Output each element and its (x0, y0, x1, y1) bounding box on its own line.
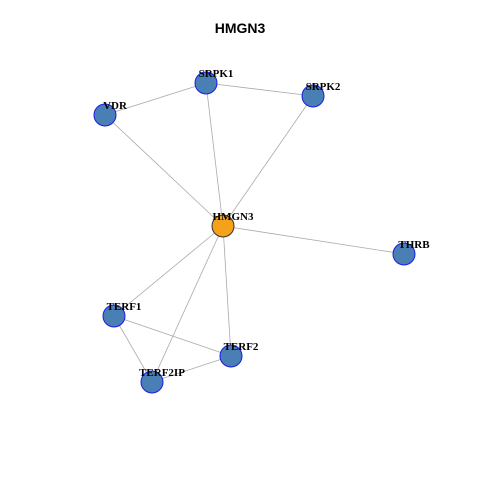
node-circle-terf2ip (140, 370, 164, 394)
node-label-vdr: VDR (103, 100, 128, 112)
edge-layer (104, 82, 405, 383)
node-hmgn3: HMGN3 (211, 211, 254, 238)
edge-vdr-srpk1 (104, 82, 207, 116)
node-srpk2: SRPK2 (301, 81, 341, 108)
node-vdr: VDR (93, 100, 128, 127)
edge-hmgn3-terf1 (113, 225, 224, 317)
edge-terf2ip-terf2 (151, 355, 232, 383)
node-label-terf2: TERF2 (224, 341, 259, 353)
edge-srpk1-srpk2 (205, 82, 314, 97)
node-circle-hmgn3 (211, 214, 235, 238)
node-label-srpk2: SRPK2 (306, 81, 341, 93)
node-circle-terf2 (219, 344, 243, 368)
node-srpk1: SRPK1 (194, 68, 234, 95)
node-terf1: TERF1 (102, 301, 142, 328)
edge-terf1-terf2ip (113, 315, 153, 383)
edge-hmgn3-thrb (222, 225, 405, 255)
node-label-srpk1: SRPK1 (199, 68, 234, 80)
node-label-hmgn3: HMGN3 (213, 211, 254, 223)
edge-hmgn3-terf2 (222, 225, 232, 357)
edge-srpk1-hmgn3 (205, 82, 224, 227)
edge-hmgn3-terf2ip (151, 225, 224, 383)
edge-terf1-terf2 (113, 315, 232, 357)
node-circle-vdr (93, 103, 117, 127)
node-label-terf2ip: TERF2IP (139, 367, 185, 379)
node-circle-srpk2 (301, 84, 325, 108)
node-circle-srpk1 (194, 71, 218, 95)
edge-srpk2-hmgn3 (222, 95, 314, 227)
node-terf2ip: TERF2IP (139, 367, 185, 394)
node-label-thrb: THRB (398, 239, 430, 251)
node-circle-thrb (392, 242, 416, 266)
node-circle-terf1 (102, 304, 126, 328)
node-label-terf1: TERF1 (107, 301, 142, 313)
node-thrb: THRB (392, 239, 430, 266)
node-terf2: TERF2 (219, 341, 259, 368)
graph-title: HMGN3 (214, 20, 266, 36)
edge-vdr-hmgn3 (104, 114, 224, 227)
